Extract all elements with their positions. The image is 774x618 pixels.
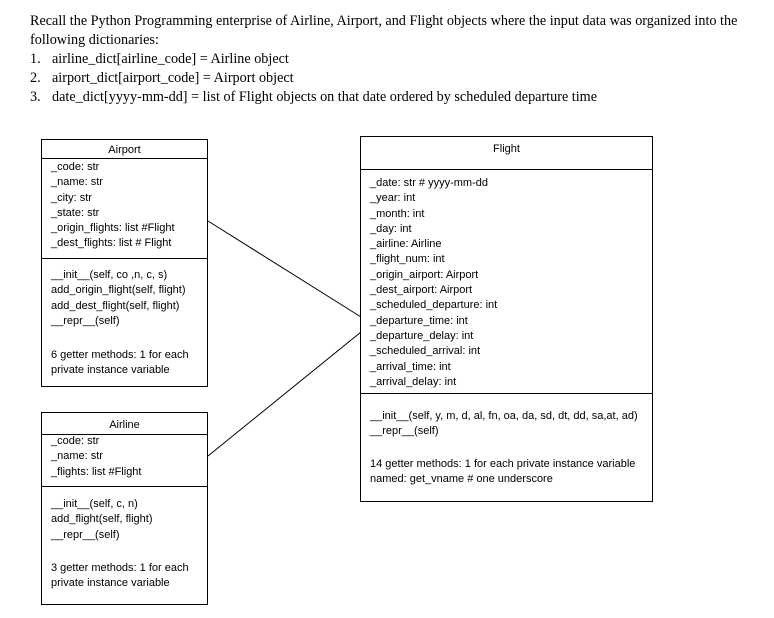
list-item: 1.airline_dict[airline_code] = Airline o… [30, 51, 289, 67]
divider [361, 169, 652, 170]
airline-methods: __init__(self, c, n) add_flight(self, fl… [51, 497, 203, 543]
airline-attributes: _code: str _name: str _flights: list #Fl… [51, 434, 203, 480]
airline-flight-line [207, 331, 362, 457]
attribute: _departure_delay: int [370, 329, 474, 342]
airline-getter-note: 3 getter methods: 1 for each private ins… [51, 562, 189, 590]
attribute: _name: str [51, 450, 103, 463]
attribute: _origin_airport: Airport [370, 268, 479, 281]
airport-getter-note: 6 getter methods: 1 for each private ins… [51, 349, 189, 377]
attribute: _year: int [370, 192, 416, 205]
divider [42, 486, 207, 487]
flight-methods: __init__(self, y, m, d, al, fn, oa, da, … [370, 409, 648, 440]
attribute: _flight_num: int [370, 253, 445, 266]
attribute: _departure_time: int [370, 314, 468, 327]
airport-attributes: _code: str _name: str _city: str _state:… [51, 160, 203, 252]
attribute: _name: str [51, 176, 103, 189]
dictionary-list: 1.airline_dict[airline_code] = Airline o… [30, 50, 750, 107]
divider [42, 158, 207, 159]
attribute: _arrival_time: int [370, 360, 451, 373]
attribute: _code: str [51, 161, 100, 173]
flight-getter-note: 14 getter methods: 1 for each private in… [370, 458, 636, 486]
attribute: _flights: list #Flight [51, 465, 142, 478]
method: __repr__(self) [370, 425, 439, 438]
method: __init__(self, y, m, d, al, fn, oa, da, … [370, 410, 638, 422]
flight-class-title: Flight [493, 143, 520, 155]
airport-class-title: Airport [108, 144, 141, 156]
flight-class-box: Flight _date: str # yyyy-mm-dd _year: in… [360, 136, 653, 502]
airport-flight-line [207, 220, 362, 318]
attribute: _arrival_delay: int [370, 375, 457, 388]
attribute: _month: int [370, 207, 425, 220]
attribute: _dest_airport: Airport [370, 284, 473, 297]
airline-class-title: Airline [109, 419, 140, 431]
divider [361, 393, 652, 394]
attribute: _state: str [51, 206, 100, 219]
attribute: _airline: Airline [370, 238, 442, 251]
intro-paragraph: Recall the Python Programming enterprise… [30, 13, 738, 48]
method: add_flight(self, flight) [51, 513, 153, 526]
attribute: _dest_flights: list # Flight [51, 237, 172, 250]
attribute: _day: int [370, 222, 412, 235]
attribute: _code: str [51, 435, 100, 447]
attribute: _city: str [51, 191, 92, 204]
attribute: _origin_flights: list #Flight [51, 222, 175, 235]
method: add_dest_flight(self, flight) [51, 299, 180, 312]
divider [42, 258, 207, 259]
divider [42, 434, 207, 435]
method: __init__(self, c, n) [51, 498, 138, 510]
airline-class-box: Airline _code: str _name: str _flights: … [41, 412, 208, 605]
method: __init__(self, co ,n, c, s) [51, 269, 168, 281]
airport-methods: __init__(self, co ,n, c, s) add_origin_f… [51, 268, 203, 329]
attribute: _scheduled_departure: int [370, 299, 498, 312]
flight-attributes: _date: str # yyyy-mm-dd _year: int _mont… [370, 176, 648, 390]
list-item: 3.date_dict[yyyy-mm-dd] = list of Flight… [30, 89, 598, 105]
method: __repr__(self) [51, 528, 120, 541]
attribute: _date: str # yyyy-mm-dd [370, 177, 488, 189]
intro-text: Recall the Python Programming enterprise… [30, 12, 750, 107]
list-item: 2.airport_dict[airport_code] = Airport o… [30, 70, 294, 86]
method: add_origin_flight(self, flight) [51, 284, 186, 297]
method: __repr__(self) [51, 314, 120, 327]
attribute: _scheduled_arrival: int [370, 345, 481, 358]
airport-class-box: Airport _code: str _name: str _city: str… [41, 139, 208, 387]
